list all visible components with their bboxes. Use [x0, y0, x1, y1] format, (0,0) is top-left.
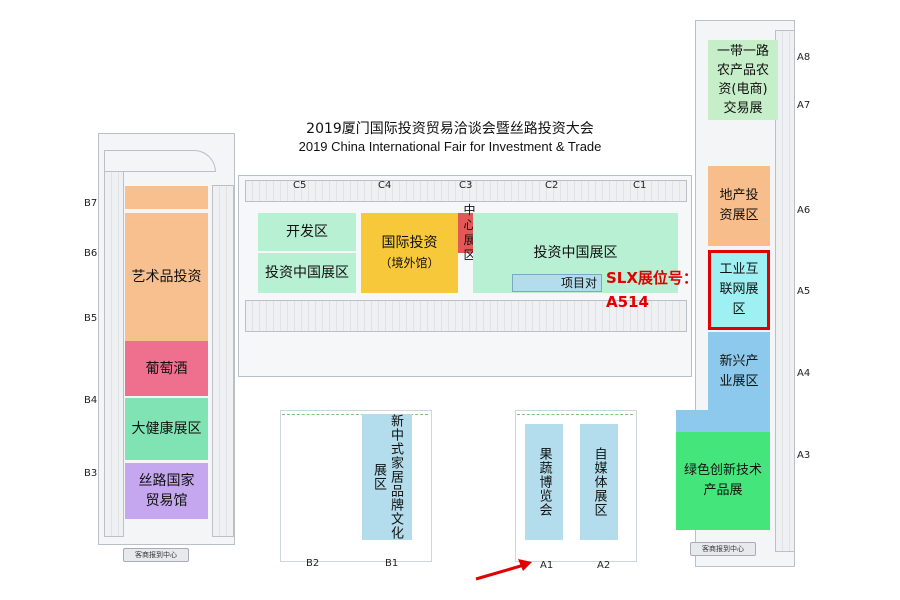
bottom-right-hall-border: [517, 414, 633, 415]
hall-label-a6: A6: [797, 205, 811, 216]
zone-belt-road-agri: 一带一路农产品农资(电商)交易展: [708, 40, 778, 120]
right-building-aisle: [775, 30, 795, 552]
zone-industry-label: 工业互联网展区: [719, 262, 759, 317]
hall-label-a5: A5: [797, 286, 811, 297]
left-building-inner-aisle: [212, 185, 234, 537]
zone-emerging-industry: 新兴产业展区: [708, 332, 770, 412]
zone-self-media: 自媒体展区: [580, 424, 618, 540]
booth-line1: SLX展位号：: [606, 269, 698, 287]
top-building-lower-strip: [245, 300, 687, 332]
map-title-cn: 2019厦门国际投资贸易洽谈会暨丝路投资大会: [306, 121, 594, 137]
zone-center-label: 中心展区: [463, 203, 476, 262]
hall-label-b1: B1: [385, 558, 399, 569]
booth-number-label: SLX展位号： A514: [606, 266, 698, 314]
zone-health: 大健康展区: [125, 398, 208, 460]
zone-project-label: 项目对: [560, 276, 597, 290]
zone-intl-line2: （境外馆）: [379, 256, 440, 270]
zone-silkroad-label: 丝路国家贸易馆: [138, 473, 195, 509]
zone-kaifa: 开发区: [258, 213, 356, 251]
zone-industrial-internet: 工业互联网展区: [708, 250, 770, 330]
registration-desk-right: 客商报到中心: [690, 542, 756, 556]
zone-intl-investment: 国际投资 （境外馆）: [361, 213, 458, 293]
zone-intl-line1: 国际投资: [381, 235, 438, 251]
booth-line2: A514: [606, 293, 649, 311]
hall-label-c5: C5: [293, 180, 307, 191]
left-building-outer-aisle: [104, 170, 124, 537]
hall-label-c2: C2: [545, 180, 559, 191]
arrow-icon: [475, 559, 532, 581]
registration-desk-left: 客商报到中心: [123, 548, 189, 562]
left-building-top-cap: [104, 150, 216, 172]
zone-belt-label: 一带一路农产品农资(电商)交易展: [716, 44, 769, 116]
hall-label-a3: A3: [797, 450, 811, 461]
zone-green-innovation: 绿色创新技术产品展: [676, 432, 770, 530]
zone-touzi-china-left: 投资中国展区: [258, 253, 356, 293]
bottom-left-hall-border: [282, 414, 428, 415]
zone-emerging-label: 新兴产业展区: [719, 354, 759, 389]
zone-art-investment: 艺术品投资: [125, 213, 208, 341]
hall-label-a8: A8: [797, 52, 811, 63]
hall-label-b4: B4: [84, 395, 98, 406]
map-title-en: 2019 China International Fair for Invest…: [298, 139, 602, 154]
zone-realestate-label: 地产投资展区: [719, 188, 759, 223]
hall-label-b2: B2: [306, 558, 320, 569]
zone-silkroad-trade: 丝路国家贸易馆: [125, 463, 208, 519]
hall-label-a2: A2: [597, 560, 611, 571]
hall-label-b3: B3: [84, 468, 98, 479]
zone-fruit-veg-expo: 果蔬博览会: [525, 424, 563, 540]
zone-green-label: 绿色创新技术产品展: [683, 463, 762, 498]
hall-label-c3: C3: [459, 180, 473, 191]
top-building-upper-strip: [245, 180, 687, 202]
zone-real-estate: 地产投资展区: [708, 166, 770, 246]
zone-new-chinese-home: 新中式家居品牌文化展区: [362, 414, 412, 540]
hall-label-c1: C1: [633, 180, 647, 191]
hall-label-a1: A1: [540, 560, 554, 571]
zone-wine: 葡萄酒: [125, 341, 208, 396]
hall-label-b5: B5: [84, 313, 98, 324]
zone-project-matchmaking: 项目对: [512, 274, 602, 292]
hall-label-b6: B6: [84, 248, 98, 259]
hall-label-a4: A4: [797, 368, 811, 379]
zone-art-top-strip: [125, 186, 208, 209]
zone-emerging-ext: [676, 410, 770, 432]
hall-label-a7: A7: [797, 100, 811, 111]
hall-label-b7: B7: [84, 198, 98, 209]
hall-label-c4: C4: [378, 180, 392, 191]
